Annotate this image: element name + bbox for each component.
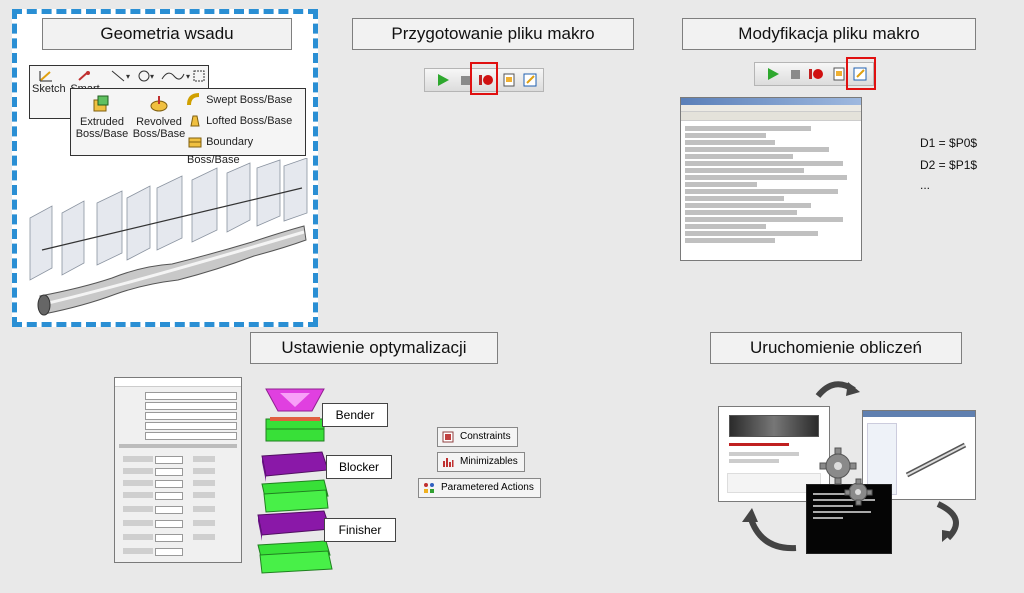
- smart-dimension-icon[interactable]: [76, 69, 92, 83]
- swept-boss-row[interactable]: Swept Boss/Base: [187, 91, 292, 109]
- param-d1: D1 = $P0$: [920, 136, 978, 150]
- revolved-label[interactable]: Revolved Boss/Base: [132, 116, 186, 140]
- macro-toolbar-modify: [754, 62, 874, 86]
- editor-toolbar: [681, 112, 861, 121]
- cycle-arrow-bottom-left: [742, 508, 797, 552]
- bender-label: Bender: [322, 403, 388, 427]
- extruded-label[interactable]: Extruded Boss/Base: [75, 116, 129, 140]
- constraints-item[interactable]: Constraints: [437, 427, 518, 447]
- edit-macro-icon[interactable]: [852, 66, 868, 82]
- stop-macro-icon[interactable]: [457, 72, 473, 88]
- minimizables-icon: [443, 458, 454, 467]
- blocker-label: Blocker: [326, 455, 392, 479]
- new-macro-icon[interactable]: [501, 72, 517, 88]
- new-macro-icon[interactable]: [831, 66, 847, 82]
- boundary-boss-icon: [188, 137, 202, 148]
- sketch-icon[interactable]: [38, 69, 54, 83]
- parametered-label: Parametered Actions: [441, 482, 534, 493]
- sketch-label[interactable]: Sketch: [32, 83, 66, 95]
- boundary-label: Boundary Boss/Base: [187, 136, 254, 166]
- gears-icon: [819, 447, 873, 506]
- title-prep-macro: Przygotowanie pliku makro: [352, 18, 634, 50]
- constraints-label: Constraints: [460, 431, 511, 442]
- finisher-label: Finisher: [324, 518, 396, 542]
- editor-menubar: [681, 105, 861, 112]
- title-modify-macro: Modyfikacja pliku makro: [682, 18, 976, 50]
- parametered-actions-icon: [424, 483, 434, 493]
- record-macro-icon[interactable]: [478, 72, 494, 88]
- lofted-boss-icon: [190, 115, 200, 127]
- title-optimization: Ustawienie optymalizacji: [250, 332, 498, 364]
- boundary-boss-row[interactable]: Boundary Boss/Base: [187, 133, 305, 166]
- billet-geometry-image: [29, 158, 308, 316]
- cycle-arrow-top: [815, 381, 860, 398]
- cycle-arrow-right: [936, 501, 959, 542]
- parametered-actions-item[interactable]: Parametered Actions: [418, 478, 541, 498]
- title-run: Uruchomienie obliczeń: [710, 332, 962, 364]
- svg-text:▾: ▾: [126, 72, 130, 81]
- blocker-die-image: [261, 451, 329, 513]
- swept-label: Swept Boss/Base: [206, 94, 293, 106]
- macro-editor-window: [680, 97, 862, 261]
- bender-die-image: [265, 388, 325, 442]
- stop-macro-icon[interactable]: [787, 66, 803, 82]
- record-highlight: [470, 62, 498, 95]
- forge-logo: [729, 415, 819, 437]
- lofted-boss-row[interactable]: Lofted Boss/Base: [187, 112, 292, 130]
- lofted-label: Lofted Boss/Base: [206, 115, 293, 127]
- record-macro-icon[interactable]: [808, 66, 824, 82]
- svg-text:▾: ▾: [186, 72, 190, 81]
- macro-code[interactable]: [681, 121, 861, 243]
- cad-model-image: [905, 442, 967, 478]
- svg-text:▾: ▾: [150, 72, 154, 81]
- edit-highlight: [846, 57, 876, 90]
- param-d2: D2 = $P1$: [920, 158, 978, 172]
- constraints-icon: [442, 431, 454, 443]
- minimizables-label: Minimizables: [460, 456, 518, 467]
- optimization-settings-form: [114, 377, 242, 563]
- minimizables-item[interactable]: Minimizables: [437, 452, 525, 472]
- swept-boss-icon: [187, 93, 200, 106]
- param-ellipsis: ...: [920, 178, 931, 192]
- revolved-boss-icon[interactable]: [149, 94, 169, 114]
- run-macro-icon[interactable]: [435, 72, 451, 88]
- macro-toolbar-prep: [424, 68, 544, 92]
- run-macro-icon[interactable]: [765, 66, 781, 82]
- console-window: [806, 484, 892, 554]
- features-ribbon: Extruded Boss/Base Revolved Boss/Base Sw…: [70, 88, 306, 166]
- editor-titlebar: [681, 98, 861, 105]
- extruded-boss-icon[interactable]: [91, 94, 111, 114]
- sketch-tools-icons[interactable]: ▾ ▾ ▾: [110, 69, 206, 83]
- title-geometry: Geometria wsadu: [42, 18, 292, 50]
- edit-macro-icon[interactable]: [522, 72, 538, 88]
- finisher-die-image: [257, 510, 333, 574]
